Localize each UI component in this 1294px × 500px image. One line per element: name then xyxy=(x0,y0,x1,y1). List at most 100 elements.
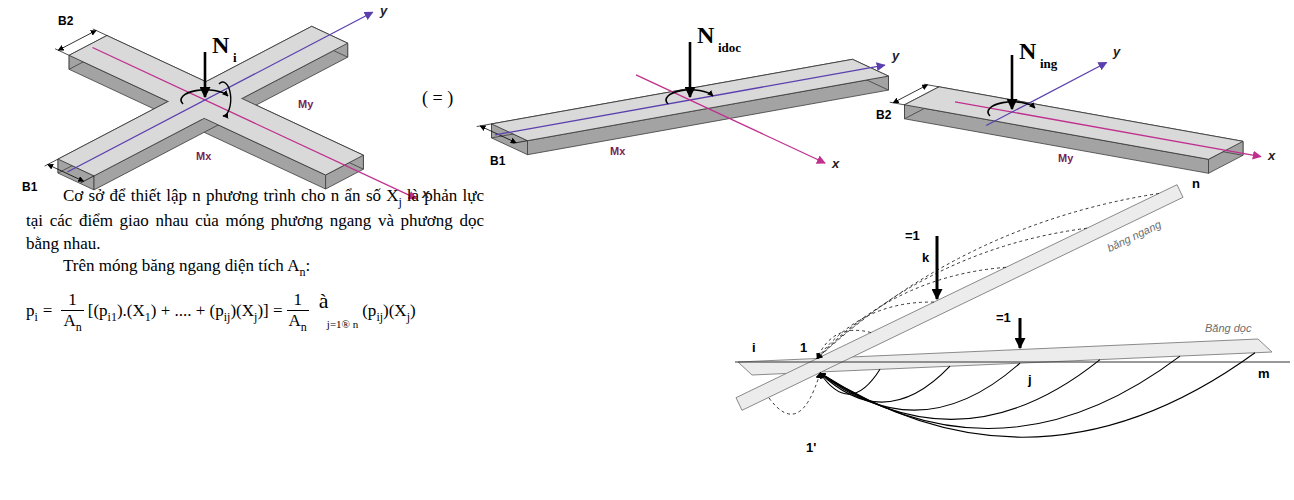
x-axis xyxy=(93,48,417,199)
numerator-text: 1 xyxy=(293,290,302,309)
influence-arc xyxy=(820,356,1180,428)
force-subscript: ing xyxy=(1040,56,1057,72)
denominator: An xyxy=(287,310,309,331)
subscript: ij xyxy=(376,310,383,324)
force-subscript: idoc xyxy=(718,40,741,56)
moment-arc xyxy=(666,90,713,104)
subscript: j xyxy=(399,195,402,209)
extension-line xyxy=(93,29,107,36)
axis-label: y xyxy=(1113,44,1120,59)
axis-label: x xyxy=(1268,148,1275,163)
formula-term: [(p xyxy=(88,301,108,320)
moment-label: Mx xyxy=(196,150,211,162)
subscript: i xyxy=(35,310,38,324)
moment-arc xyxy=(988,102,1035,116)
formula-term: ) + .... + (p xyxy=(151,301,224,320)
text-line: : xyxy=(305,256,310,275)
point-label: n xyxy=(1192,176,1200,191)
moment-label: Mx xyxy=(610,145,625,157)
formula-term: (p xyxy=(362,301,376,320)
force-arrow xyxy=(689,42,692,97)
dimension-label: B1 xyxy=(22,180,37,194)
point-label: j xyxy=(1028,372,1032,387)
subscript: j xyxy=(407,310,410,324)
extension-line xyxy=(890,102,905,105)
influence-arc xyxy=(820,353,1255,437)
y-axis xyxy=(986,63,1106,126)
formula-term: )] = xyxy=(257,301,282,320)
force-label: N xyxy=(697,22,714,49)
point-label: 1' xyxy=(806,440,816,455)
force-label: N xyxy=(1019,38,1036,65)
x-axis xyxy=(636,75,825,163)
subscript: n xyxy=(76,320,82,334)
point-label: m xyxy=(1258,366,1270,381)
subscript: n xyxy=(299,265,305,279)
longitudinal-strip xyxy=(477,42,889,163)
axis-label: y xyxy=(380,3,387,18)
moment-label: My xyxy=(298,98,313,110)
formula-part: pi = xyxy=(26,301,57,321)
dimension-label: B2 xyxy=(876,108,891,122)
extension-line xyxy=(81,176,94,183)
influence-arc xyxy=(820,360,1100,420)
point-label: i xyxy=(752,340,756,355)
moment-label: My xyxy=(1058,152,1073,164)
dimension-line xyxy=(893,85,927,103)
subscript: ij xyxy=(224,310,231,324)
extension-line xyxy=(45,159,58,166)
dimension-label: B1 xyxy=(490,154,505,168)
moment-arc xyxy=(181,90,228,104)
reference-line xyxy=(735,362,1290,363)
band-label: Băng dọc xyxy=(1205,322,1251,334)
formula-sign: = xyxy=(43,301,53,320)
fraction: 1An xyxy=(61,290,83,330)
paragraph: Cơ sở để thiết lập n phương trình cho n … xyxy=(26,184,484,255)
subscript: 1 xyxy=(145,310,151,324)
formula-part: (pij)(Xj) xyxy=(362,301,415,321)
formula-term: ) xyxy=(410,301,416,320)
cross-footing xyxy=(45,12,417,198)
load-label: =1 xyxy=(996,310,1011,325)
subscript: i1 xyxy=(108,310,117,324)
force-subscript: i xyxy=(233,50,237,66)
force-label: N xyxy=(212,32,229,59)
transverse-band xyxy=(736,185,1183,411)
force-arrow xyxy=(1011,55,1014,109)
unit-load-arrow xyxy=(1019,318,1022,348)
transverse-strip xyxy=(890,55,1261,173)
formula-term: p xyxy=(26,301,35,320)
moment-arc xyxy=(219,82,231,116)
sum-symbol-text: à xyxy=(319,288,329,313)
denominator: An xyxy=(61,310,83,331)
x-axis xyxy=(955,102,1261,157)
denominator-text: A xyxy=(289,311,301,330)
load-label: =1 xyxy=(905,228,920,243)
numerator: 1 xyxy=(293,290,302,310)
sum-symbol: à xyxy=(319,290,329,312)
formula-term: )(X xyxy=(230,301,254,320)
subscript: j xyxy=(254,310,257,324)
dimension-label: B2 xyxy=(58,14,73,28)
point-label: k xyxy=(922,250,929,265)
y-axis xyxy=(67,12,372,172)
sum-limits: j=1® n xyxy=(327,314,358,331)
influence-scheme xyxy=(735,185,1290,437)
influence-arc-dotted xyxy=(769,373,820,414)
equivalence-sign: ( = ) xyxy=(422,88,453,109)
subscript: n xyxy=(301,320,307,334)
numerator: 1 xyxy=(68,290,77,310)
sum-limits-text: j=1® n xyxy=(327,318,358,330)
extension-line xyxy=(55,49,69,56)
axis-label: x xyxy=(832,156,839,171)
axis-label: y xyxy=(892,48,899,63)
extension-line xyxy=(477,124,492,127)
unit-load-arrow xyxy=(936,236,939,299)
point-label: 1 xyxy=(800,340,807,355)
text-line: Trên móng băng ngang diện tích A xyxy=(63,256,299,275)
influence-arc-dotted xyxy=(817,302,934,359)
paragraph-text: Cơ sở để thiết lập n phương trình cho n … xyxy=(63,186,399,205)
dimension-line xyxy=(58,30,96,50)
